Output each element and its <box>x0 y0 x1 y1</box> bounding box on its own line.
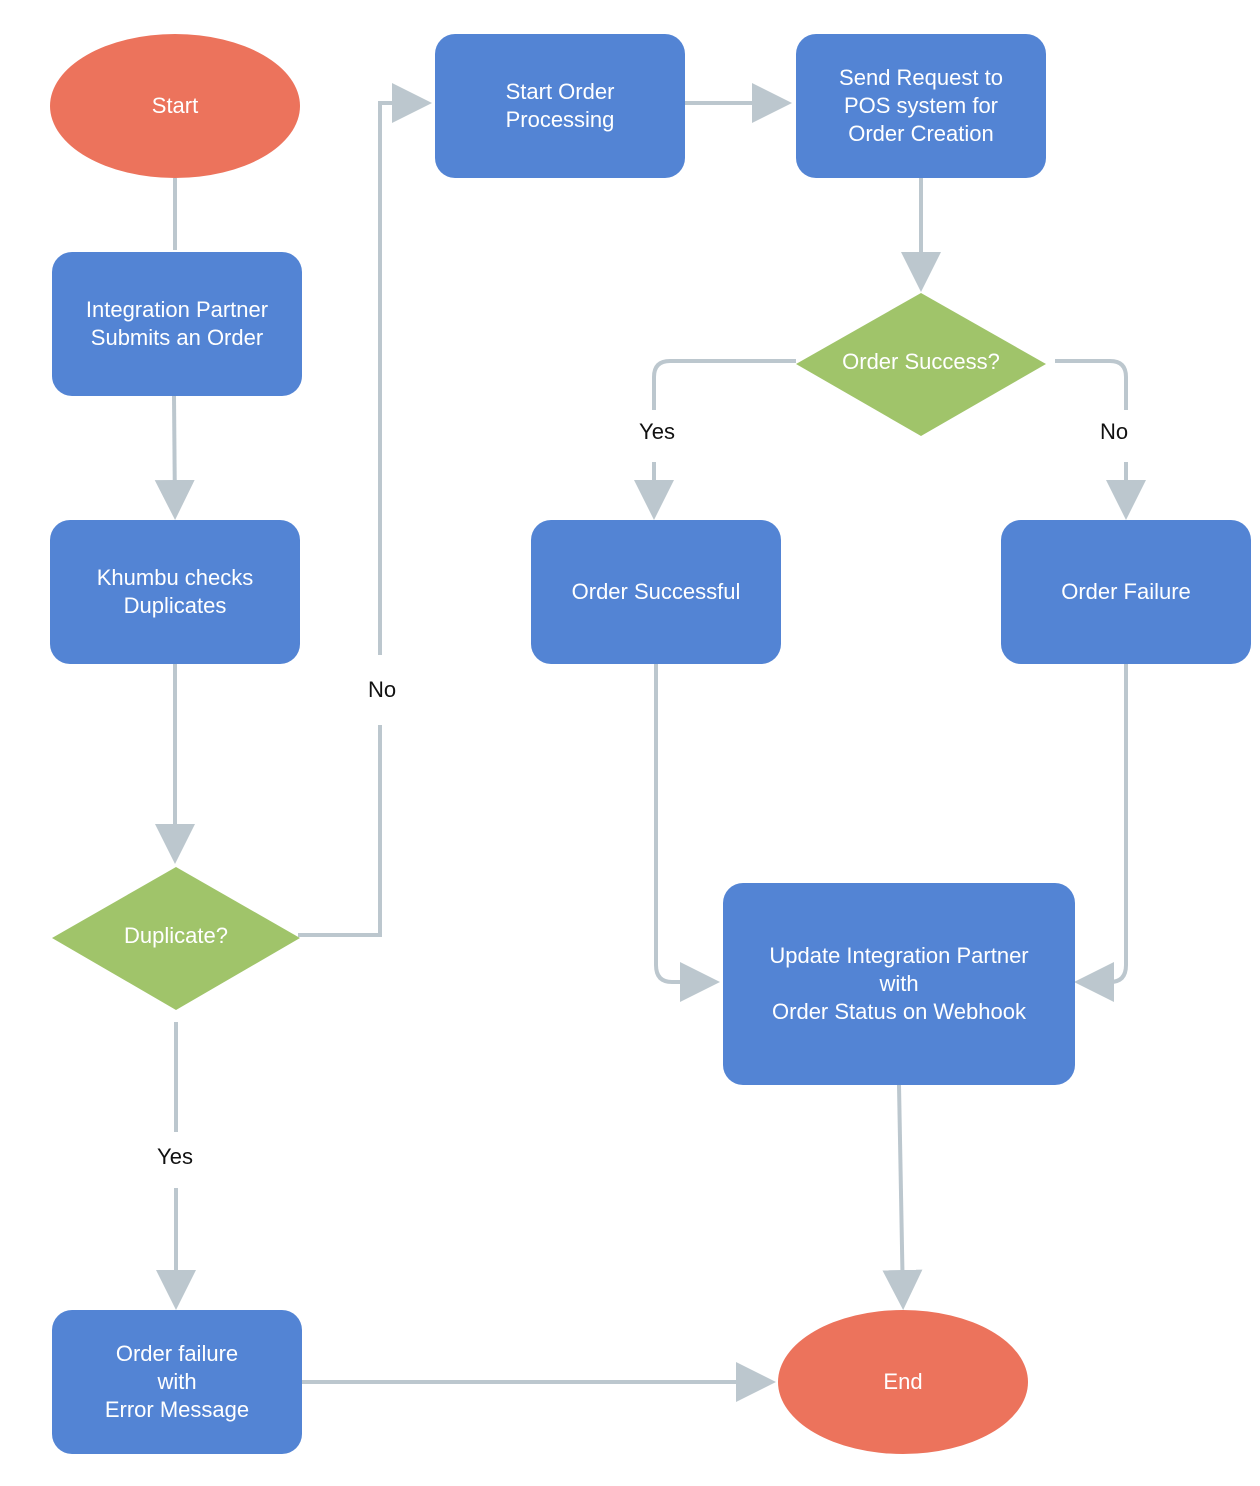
duplicate-decision-label: Duplicate? <box>124 923 228 948</box>
update-partner-node: Update Integration Partner with Order St… <box>723 883 1075 1085</box>
edge-successful-to-update <box>654 664 720 1002</box>
end-node: End <box>778 1310 1028 1454</box>
send-request-node: Send Request to POS system for Order Cre… <box>796 34 1046 178</box>
edge-failure-to-update <box>1074 664 1128 1002</box>
duplicate-yes-label: Yes <box>151 1141 199 1173</box>
success-yes-label: Yes <box>633 416 681 448</box>
check-duplicates-node: Khumbu checks Duplicates <box>50 520 300 664</box>
success-decision-shape <box>796 293 1046 436</box>
order-successful-node: Order Successful <box>531 520 781 664</box>
start-node: Start <box>50 34 300 178</box>
order-failure-node: Order Failure <box>1001 520 1251 664</box>
edge-success-yes <box>654 359 796 512</box>
edge-success-no <box>1055 359 1126 512</box>
edge-update-to-end <box>882 1084 923 1310</box>
duplicate-decision-shape <box>52 867 300 1010</box>
order-failure-error-node: Order failure with Error Message <box>52 1310 302 1454</box>
success-no-label: No <box>1093 416 1135 448</box>
edge-duplicate-no <box>298 103 424 937</box>
edge-submit-to-check <box>154 395 195 520</box>
submit-order-node: Integration Partner Submits an Order <box>52 252 302 396</box>
start-processing-node: Start Order Processing <box>435 34 685 178</box>
duplicate-no-label: No <box>361 674 403 706</box>
success-decision-label: Order Success? <box>842 349 1000 374</box>
